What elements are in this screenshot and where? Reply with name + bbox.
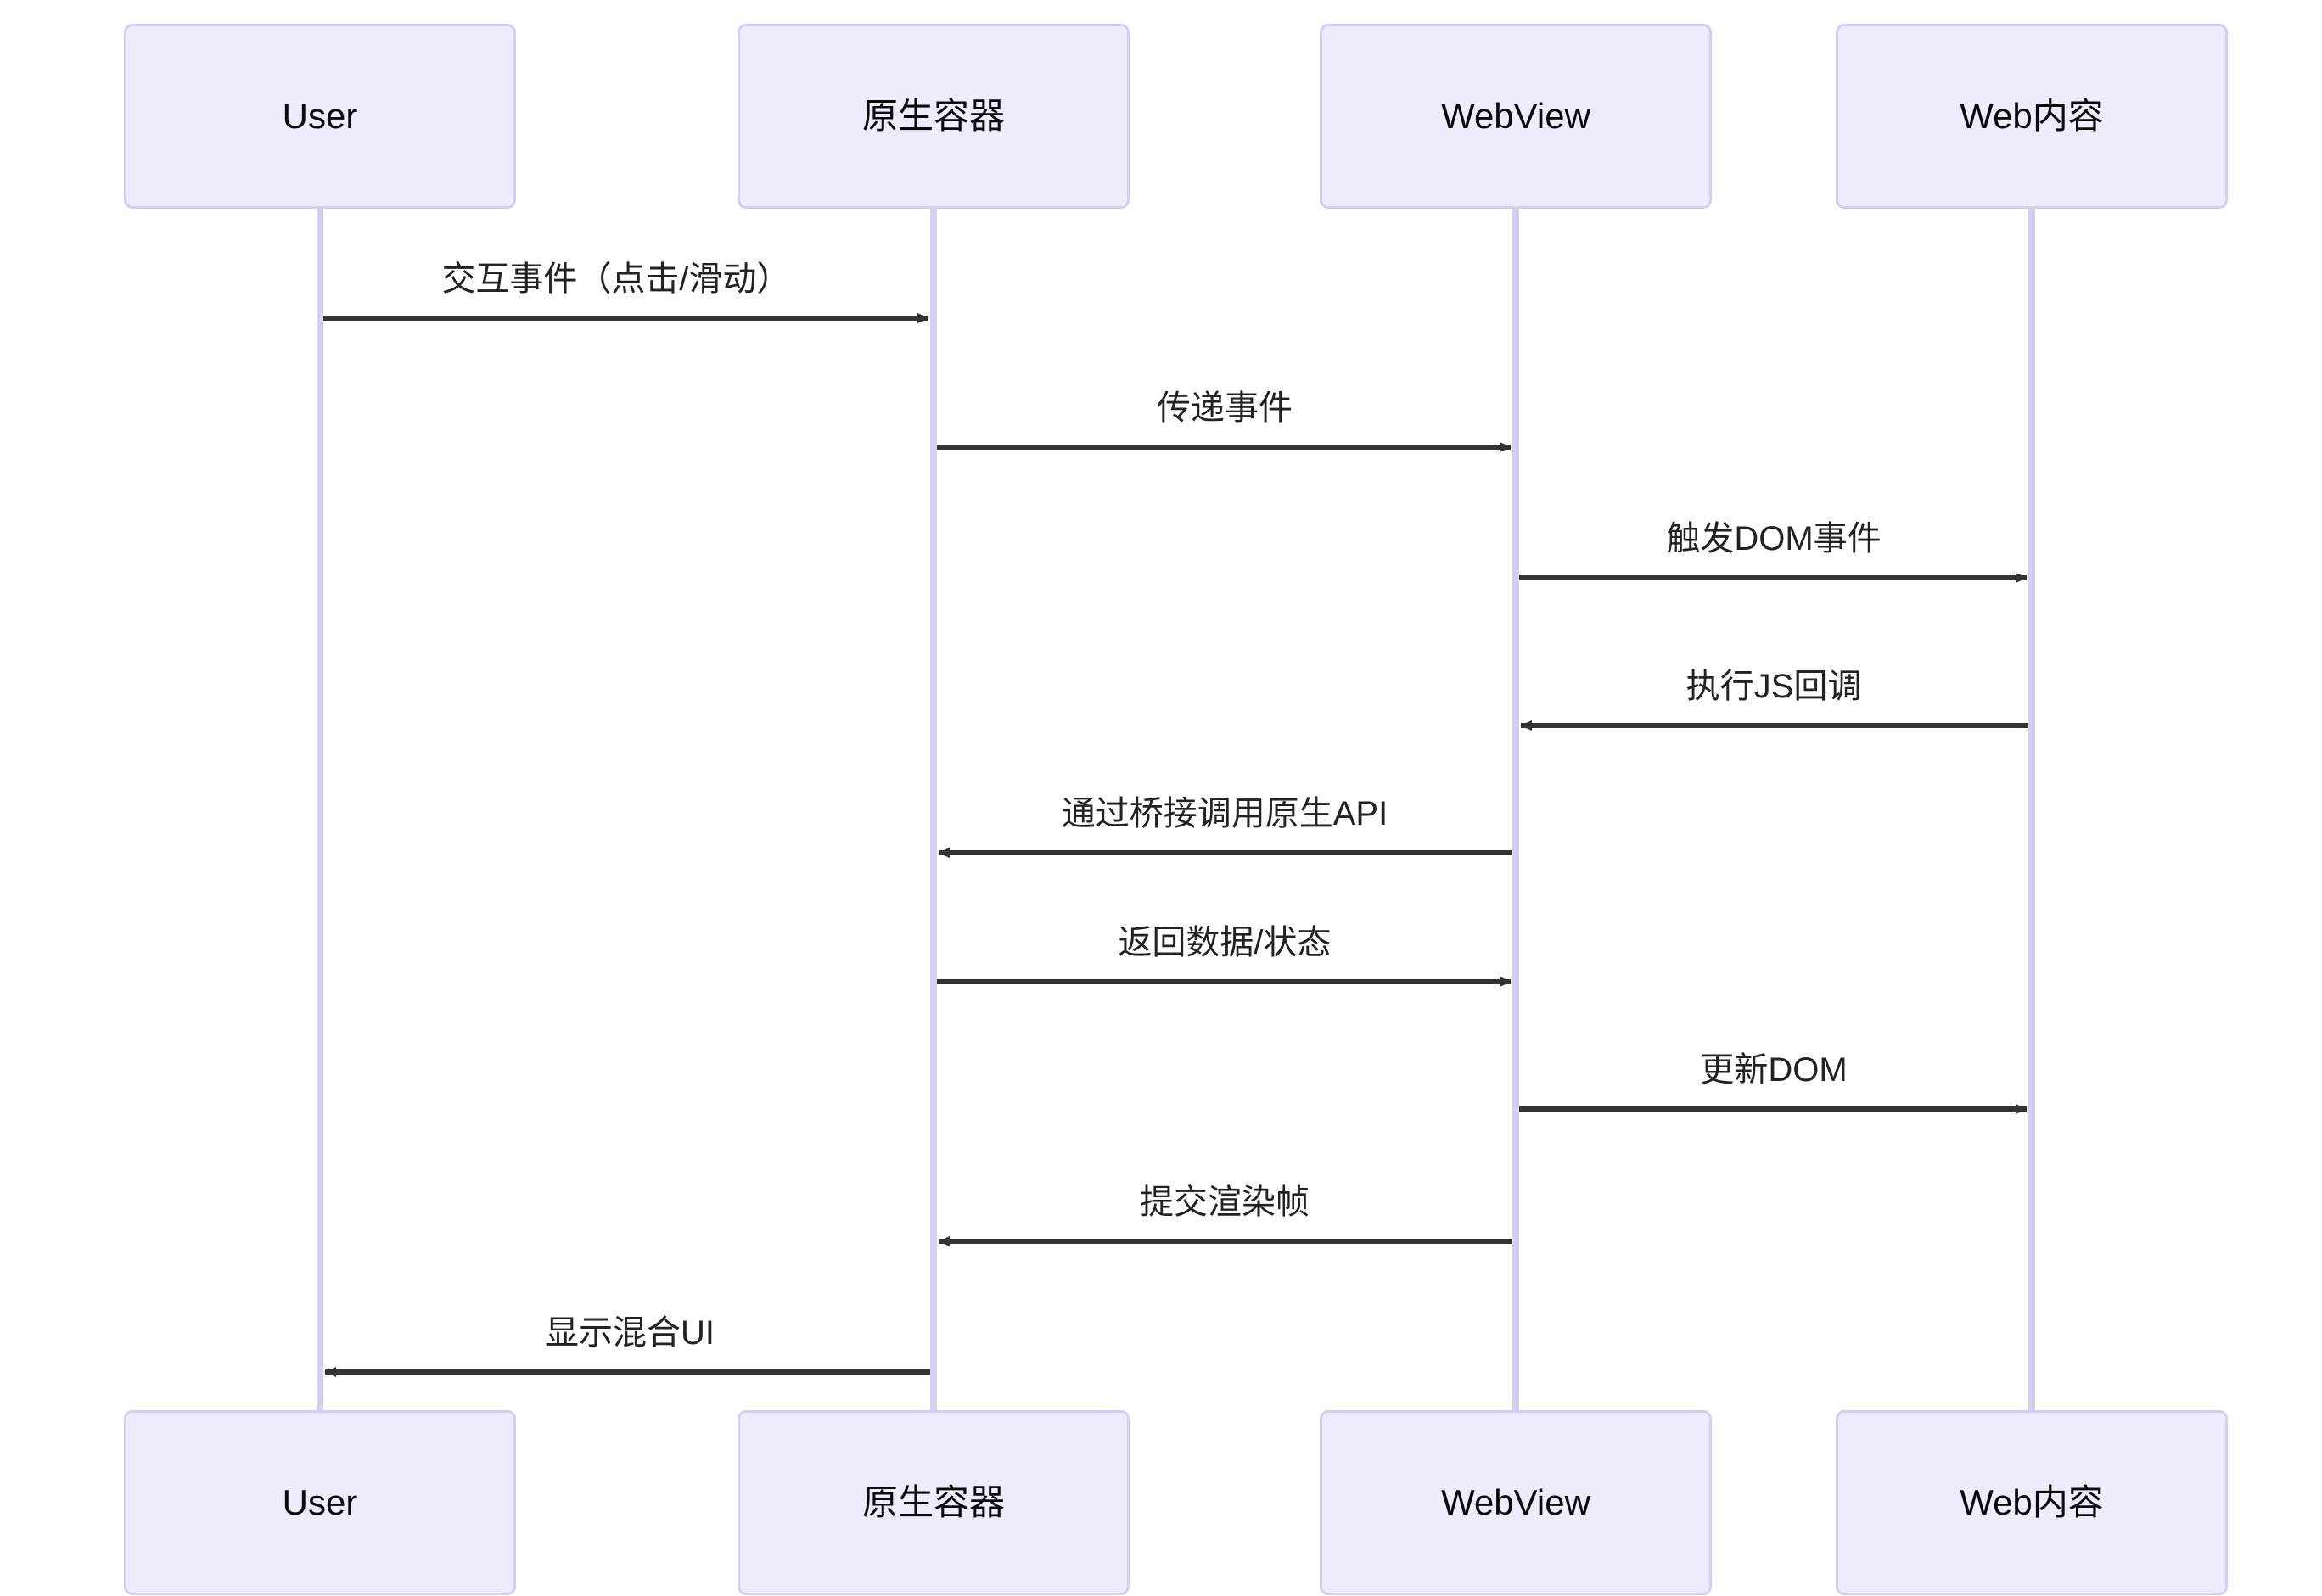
participant-box-user-top[interactable]: User: [124, 24, 516, 209]
participant-box-user-bottom[interactable]: User: [124, 1410, 516, 1595]
message-label-7: 更新DOM: [1700, 1051, 1848, 1089]
message-label-5: 通过桥接调用原生API: [1061, 795, 1388, 832]
lifelines-group: [317, 209, 2035, 1410]
message-label-6: 返回数据/状态: [1118, 924, 1332, 961]
message-label-1: 交互事件（点击/滑动）: [441, 260, 791, 298]
participant-box-native-bottom[interactable]: 原生容器: [738, 1410, 1130, 1595]
participant-box-webview-top[interactable]: WebView: [1320, 24, 1712, 209]
participant-label-webview: WebView: [1441, 96, 1590, 136]
participant-box-native-top[interactable]: 原生容器: [738, 24, 1130, 209]
message-label-3: 触发DOM事件: [1666, 520, 1882, 557]
message-label-9: 显示混合UI: [545, 1314, 715, 1352]
message-label-2: 传递事件: [1157, 389, 1293, 427]
participant-label-user: User: [282, 96, 358, 136]
participant-box-webcontent-bottom[interactable]: Web内容: [1836, 1410, 2228, 1595]
participant-box-webcontent-top[interactable]: Web内容: [1836, 24, 2228, 209]
participant-label-webcontent: Web内容: [1960, 1482, 2104, 1522]
participant-label-webcontent: Web内容: [1960, 96, 2104, 136]
participant-label-native: 原生容器: [861, 96, 1005, 136]
message-label-8: 提交渲染帧: [1140, 1184, 1310, 1221]
message-label-4: 执行JS回调: [1685, 668, 1862, 705]
participant-label-native: 原生容器: [861, 1482, 1005, 1522]
participant-label-webview: WebView: [1441, 1482, 1590, 1522]
participant-label-user: User: [282, 1482, 358, 1522]
participant-box-webview-bottom[interactable]: WebView: [1320, 1410, 1712, 1595]
message-arrows-group: [323, 313, 2028, 1377]
